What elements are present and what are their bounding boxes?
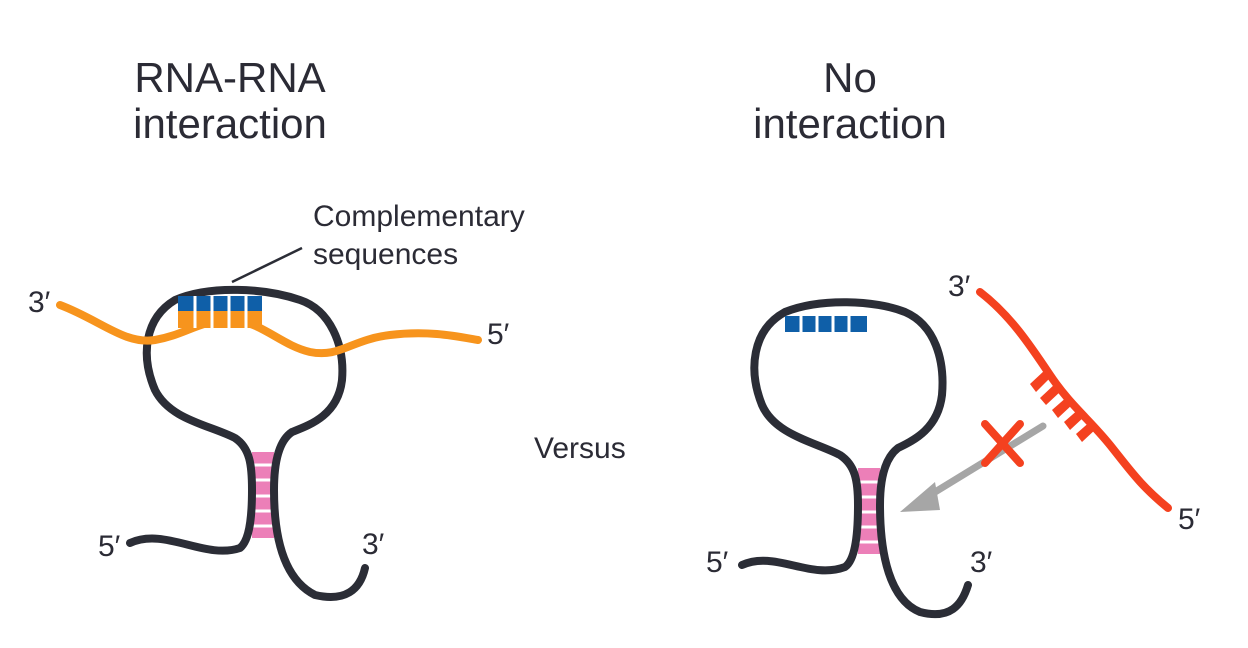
left-title-line1: RNA-RNA bbox=[134, 54, 326, 101]
orange-complementary-bases bbox=[178, 296, 262, 328]
red-rna-strand bbox=[976, 288, 1172, 512]
left-loop-5prime-label: 5′ bbox=[98, 530, 121, 563]
left-title: RNA-RNA interaction bbox=[80, 55, 380, 147]
right-loop-bases bbox=[785, 316, 867, 332]
versus-label: Versus bbox=[534, 432, 626, 465]
orange-rna-strand bbox=[56, 301, 482, 358]
complementary-sequences-label: Complementary sequences bbox=[313, 198, 525, 274]
complementary-pointer-line bbox=[231, 246, 303, 284]
red-strand-3prime-label: 3′ bbox=[948, 270, 971, 303]
right-title: No interaction bbox=[700, 55, 1000, 147]
red-rna-strand-group bbox=[976, 288, 1172, 512]
right-rna-strand bbox=[738, 298, 972, 619]
right-loop-5prime-label: 5′ bbox=[706, 546, 729, 579]
complementary-label-line1: Complementary bbox=[313, 200, 525, 233]
red-strand-5prime-label: 5′ bbox=[1178, 503, 1201, 536]
orange-strand-5prime-label: 5′ bbox=[487, 318, 510, 351]
right-title-line2: interaction bbox=[753, 100, 947, 147]
right-title-line1: No bbox=[823, 54, 877, 101]
right-loop-3prime-label: 3′ bbox=[970, 546, 993, 579]
left-title-line2: interaction bbox=[133, 100, 327, 147]
left-rna-strand bbox=[126, 285, 369, 601]
left-stem-loop bbox=[126, 285, 369, 601]
right-stem-loop bbox=[738, 298, 972, 619]
complementary-label-line2: sequences bbox=[313, 238, 459, 271]
x-cross-icon bbox=[981, 420, 1024, 467]
orange-strand-3prime-label: 3′ bbox=[28, 286, 51, 319]
left-loop-3prime-label: 3′ bbox=[362, 528, 385, 561]
red-strand-bases bbox=[1030, 370, 1097, 442]
